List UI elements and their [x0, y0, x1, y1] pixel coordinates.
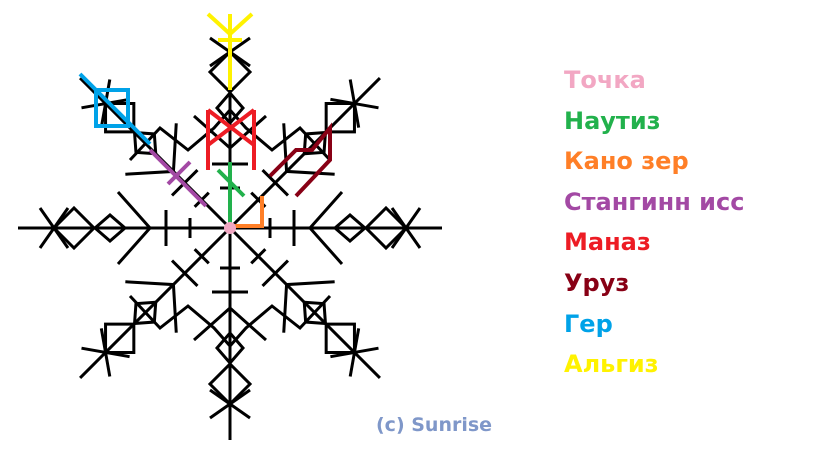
legend-item-stanginn-iss: Стангинн исс — [564, 187, 745, 216]
legend-item-nautiz: Наутиз — [564, 106, 661, 135]
rune-gebo — [78, 72, 152, 146]
credit-text: (c) Sunrise — [376, 414, 493, 436]
rune-algiz — [206, 12, 254, 90]
rune-mannaz — [206, 108, 256, 170]
legend-item-kano-zer: Кано зер — [564, 147, 689, 176]
legend-item-tochka: Точка — [564, 66, 646, 94]
legend-item-manaz: Маназ — [564, 228, 651, 257]
legend-item-algiz: Альгиз — [564, 350, 659, 379]
legend-item-uruz: Уруз — [564, 268, 630, 297]
legend-item-ger: Гер — [564, 309, 613, 338]
rune-kenaz — [230, 196, 264, 228]
center-point — [224, 222, 236, 234]
rune-uruz — [268, 122, 332, 198]
legend: Точка Наутиз Кано зер Стангинн исс Маназ… — [564, 60, 744, 385]
rune-stan — [148, 148, 208, 208]
rune-nauthiz — [216, 162, 246, 226]
